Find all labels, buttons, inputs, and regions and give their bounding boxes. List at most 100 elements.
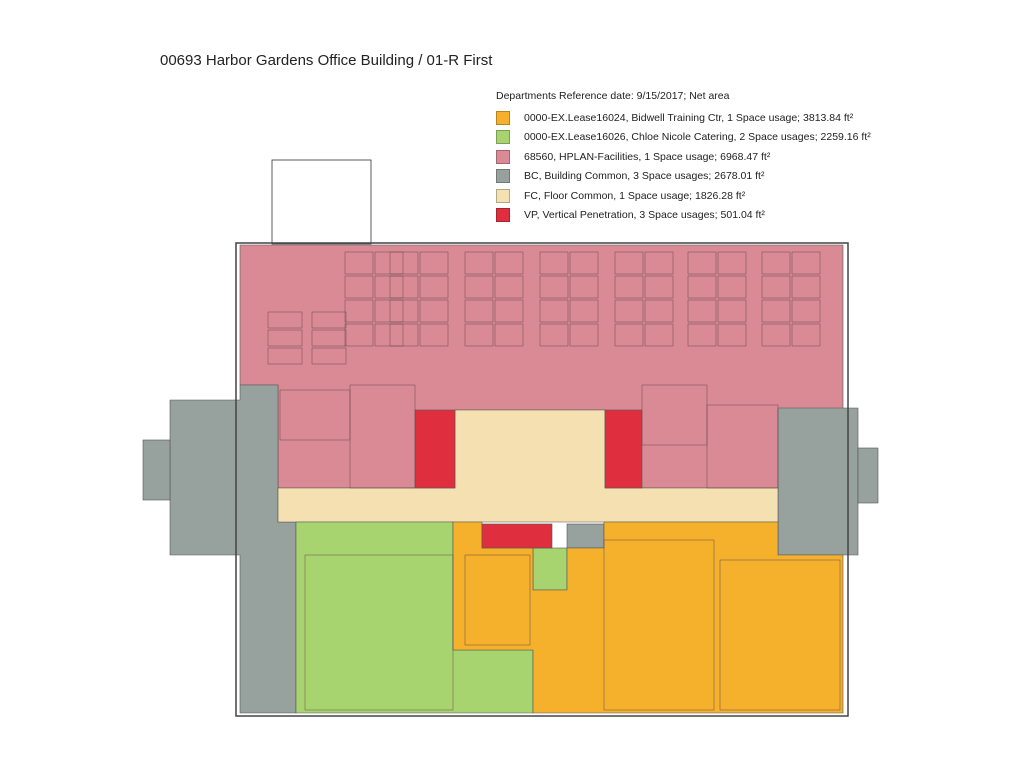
workstation bbox=[644, 299, 674, 323]
legend-item-chloe: 0000-EX.Lease16026, Chloe Nicole Caterin… bbox=[496, 128, 871, 148]
zone-stair-east bbox=[604, 409, 643, 489]
workstation bbox=[717, 251, 747, 275]
legend-swatch bbox=[496, 188, 510, 203]
room bbox=[464, 554, 531, 646]
workstation bbox=[464, 251, 494, 275]
workstation bbox=[389, 323, 419, 347]
zone-building-common-vestibule-left bbox=[142, 439, 171, 501]
workstation bbox=[687, 323, 717, 347]
legend-item-floor-common: FC, Floor Common, 1 Space usage; 1826.28… bbox=[496, 186, 871, 206]
workstation bbox=[374, 299, 404, 323]
workstation bbox=[419, 251, 449, 275]
workstation bbox=[569, 299, 599, 323]
workstation bbox=[419, 323, 449, 347]
workstation bbox=[344, 251, 374, 275]
workstation bbox=[539, 299, 569, 323]
workstation bbox=[539, 251, 569, 275]
room-details bbox=[267, 251, 841, 711]
zone-building-common-left bbox=[169, 384, 297, 714]
workstation bbox=[464, 323, 494, 347]
zone-building-common-vestibule-right bbox=[857, 447, 879, 504]
workstation bbox=[644, 323, 674, 347]
workstation bbox=[389, 251, 419, 275]
workstation bbox=[687, 275, 717, 299]
workstation bbox=[761, 323, 791, 347]
workstation bbox=[687, 299, 717, 323]
workstation bbox=[311, 311, 347, 329]
legend-item-hplan: 68560, HPLAN-Facilities, 1 Space usage; … bbox=[496, 147, 871, 167]
legend-swatch bbox=[496, 169, 510, 184]
workstation bbox=[374, 323, 404, 347]
workstation bbox=[614, 275, 644, 299]
workstation bbox=[494, 323, 524, 347]
workstation bbox=[464, 299, 494, 323]
workstation bbox=[569, 275, 599, 299]
workstation bbox=[644, 251, 674, 275]
zone-stair-west bbox=[414, 409, 456, 489]
legend-swatch bbox=[496, 130, 510, 145]
workstation bbox=[761, 251, 791, 275]
room bbox=[719, 559, 841, 711]
workstation bbox=[419, 275, 449, 299]
workstation bbox=[374, 275, 404, 299]
workstation bbox=[569, 323, 599, 347]
legend-item-building-common: BC, Building Common, 3 Space usages; 267… bbox=[496, 167, 871, 187]
legend-label: VP, Vertical Penetration, 3 Space usages… bbox=[524, 209, 765, 222]
workstation bbox=[311, 347, 347, 365]
zone-elevators bbox=[481, 523, 553, 549]
workstation bbox=[791, 251, 821, 275]
legend-label: FC, Floor Common, 1 Space usage; 1826.28… bbox=[524, 189, 746, 202]
room bbox=[603, 539, 715, 711]
workstation bbox=[687, 251, 717, 275]
legend-header: Departments Reference date: 9/15/2017; N… bbox=[496, 90, 730, 102]
workstation bbox=[494, 299, 524, 323]
workstation bbox=[614, 323, 644, 347]
workstation bbox=[614, 299, 644, 323]
legend-swatch bbox=[496, 110, 510, 125]
workstation bbox=[419, 299, 449, 323]
workstation bbox=[374, 251, 404, 275]
workstation bbox=[267, 329, 303, 347]
legend-swatch bbox=[496, 149, 510, 164]
workstation bbox=[717, 299, 747, 323]
workstation bbox=[717, 323, 747, 347]
legend-swatch bbox=[496, 208, 510, 223]
workstation bbox=[791, 323, 821, 347]
workstation bbox=[389, 299, 419, 323]
room bbox=[706, 404, 779, 489]
building-outline bbox=[235, 242, 849, 717]
legend-item-bidwell: 0000-EX.Lease16024, Bidwell Training Ctr… bbox=[496, 108, 871, 128]
room bbox=[304, 554, 454, 711]
legend-label: 0000-EX.Lease16024, Bidwell Training Ctr… bbox=[524, 111, 854, 124]
workstation bbox=[344, 275, 374, 299]
workstation bbox=[464, 275, 494, 299]
workstation bbox=[267, 347, 303, 365]
page-title: 00693 Harbor Gardens Office Building / 0… bbox=[160, 52, 493, 69]
workstation bbox=[717, 275, 747, 299]
legend: Departments Reference date: 9/15/2017; N… bbox=[496, 90, 871, 225]
legend-label: 0000-EX.Lease16026, Chloe Nicole Caterin… bbox=[524, 131, 871, 144]
workstation bbox=[761, 299, 791, 323]
workstation bbox=[644, 275, 674, 299]
workstation bbox=[791, 275, 821, 299]
workstation bbox=[389, 275, 419, 299]
penthouse-outline bbox=[271, 159, 372, 245]
legend-label: BC, Building Common, 3 Space usages; 267… bbox=[524, 170, 765, 183]
workstation bbox=[344, 323, 374, 347]
workstation bbox=[569, 251, 599, 275]
zone-building-common-right bbox=[777, 407, 859, 556]
workstation bbox=[344, 299, 374, 323]
workstation bbox=[311, 329, 347, 347]
workstation bbox=[791, 299, 821, 323]
zone-chloe-nicole-catering-small bbox=[532, 547, 568, 591]
workstation bbox=[761, 275, 791, 299]
legend-label: 68560, HPLAN-Facilities, 1 Space usage; … bbox=[524, 150, 771, 163]
room bbox=[349, 384, 416, 489]
zone-building-common-small bbox=[566, 523, 605, 549]
legend-item-vertical-penetration: VP, Vertical Penetration, 3 Space usages… bbox=[496, 206, 871, 226]
workstation bbox=[614, 251, 644, 275]
workstation bbox=[539, 275, 569, 299]
workstation bbox=[267, 311, 303, 329]
workstation bbox=[539, 323, 569, 347]
